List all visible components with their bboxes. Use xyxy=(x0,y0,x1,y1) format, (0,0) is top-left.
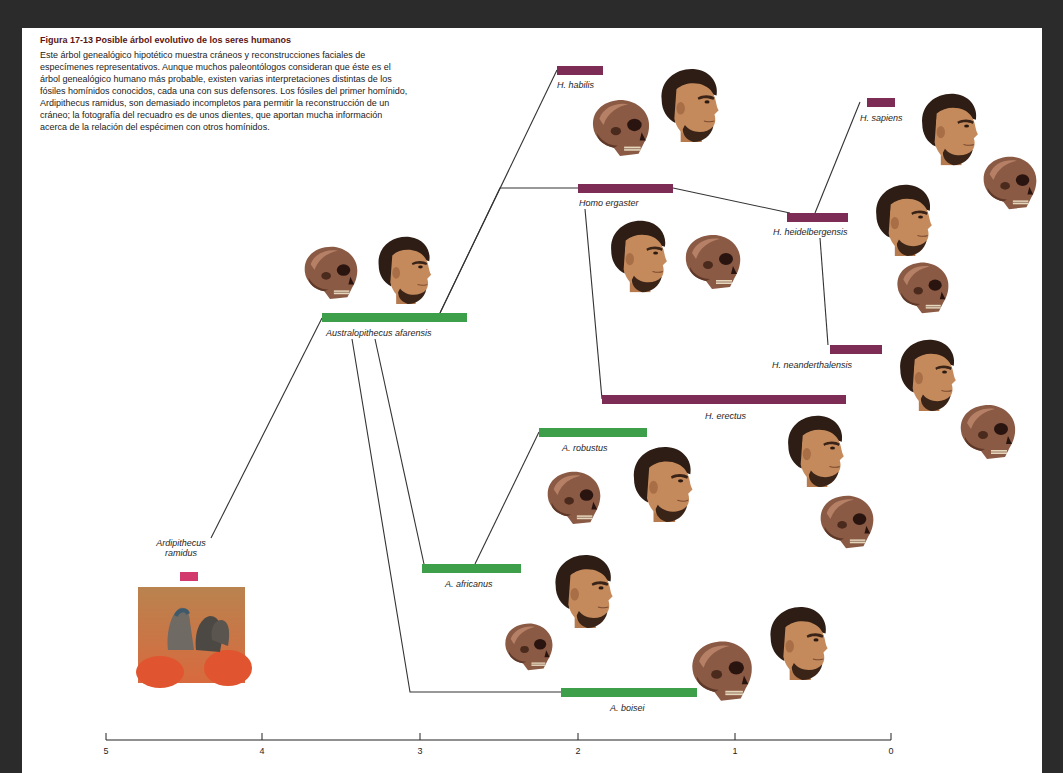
time-range-bar xyxy=(867,98,895,107)
time-range-bar xyxy=(539,428,647,437)
time-range-bar xyxy=(422,564,521,573)
species-label: H. heidelbergensis xyxy=(773,227,848,237)
head xyxy=(379,237,432,304)
time-range-bar xyxy=(578,184,673,193)
skull xyxy=(821,496,874,548)
lineage-line xyxy=(352,339,561,692)
axis-line xyxy=(106,739,891,740)
species-label: Homo ergaster xyxy=(579,198,639,208)
time-range-bar xyxy=(180,572,198,581)
skull xyxy=(984,157,1037,209)
species-band: Ardipithecus ramidus xyxy=(148,538,214,581)
lineage-line xyxy=(375,339,424,564)
skull xyxy=(686,235,740,289)
head xyxy=(922,94,978,165)
skull xyxy=(897,263,948,314)
skull xyxy=(505,623,552,670)
skull xyxy=(305,247,358,299)
head xyxy=(556,555,613,628)
lineage-line xyxy=(820,238,828,345)
species-band: A. boisei xyxy=(561,688,697,714)
species-band: Australopithecus afarensis xyxy=(322,313,467,339)
axis-number: 3 xyxy=(417,746,422,756)
lineage-line xyxy=(673,188,790,213)
figure-caption: Este árbol genealógico hipotético muestr… xyxy=(40,49,408,133)
species-label: H. sapiens xyxy=(860,113,903,123)
species-band: H. neanderthalensis xyxy=(772,345,882,371)
species-band: Homo ergaster xyxy=(578,184,673,209)
tooth-tip xyxy=(176,610,188,616)
axis-number: 1 xyxy=(732,746,737,756)
lineage-line xyxy=(585,209,602,399)
axis-number: 2 xyxy=(575,746,580,756)
skull xyxy=(692,641,752,700)
species-label: H. neanderthalensis xyxy=(772,360,852,370)
head xyxy=(876,185,932,256)
head xyxy=(634,447,693,522)
axis-number: 4 xyxy=(259,746,264,756)
species-band: A. africanus xyxy=(422,564,521,590)
time-range-bar xyxy=(561,688,697,697)
species-label: A. robustus xyxy=(562,443,608,453)
tooth xyxy=(211,620,229,646)
time-axis xyxy=(106,733,891,740)
species-label: H. habilis xyxy=(557,80,594,90)
species-band: H. habilis xyxy=(557,66,603,91)
species-band: H. heidelbergensis xyxy=(773,213,848,238)
species-label: Australopithecus afarensis xyxy=(326,328,432,338)
head xyxy=(788,416,844,487)
tooth xyxy=(168,608,194,650)
species-band: H. sapiens xyxy=(860,98,903,124)
head xyxy=(662,69,719,142)
head xyxy=(771,607,828,680)
teeth-photo xyxy=(136,587,252,688)
axis-number: 5 xyxy=(103,746,108,756)
time-range-bar xyxy=(787,213,848,222)
axis-tick xyxy=(735,733,736,740)
species-label: Ardipithecus ramidus xyxy=(148,538,214,559)
skull xyxy=(548,472,601,524)
finger xyxy=(136,656,184,688)
head xyxy=(900,340,956,411)
species-band: A. robustus xyxy=(539,428,647,454)
time-range-bar xyxy=(602,395,846,404)
lineage-line xyxy=(475,432,539,564)
species-band: H. erectus xyxy=(602,395,846,422)
lineage-line xyxy=(815,102,860,213)
species-label: H. erectus xyxy=(705,411,746,421)
axis-tick xyxy=(578,733,579,740)
axis-tick xyxy=(262,733,263,740)
time-range-bar xyxy=(322,313,467,322)
axis-tick xyxy=(106,733,107,740)
species-label: A. africanus xyxy=(445,579,493,589)
species-label: A. boisei xyxy=(610,703,645,713)
head xyxy=(611,221,667,292)
skull xyxy=(593,100,649,156)
time-range-bar xyxy=(557,66,603,75)
time-range-bar xyxy=(830,345,882,354)
axis-tick xyxy=(891,733,892,740)
axis-tick xyxy=(420,733,421,740)
lineage-line xyxy=(211,318,322,538)
lineage-line xyxy=(440,188,578,313)
figure-title: Figura 17-13 Posible árbol evolutivo de … xyxy=(40,35,291,45)
skull xyxy=(961,405,1015,459)
axis-number: 0 xyxy=(888,746,893,756)
finger xyxy=(204,650,252,686)
